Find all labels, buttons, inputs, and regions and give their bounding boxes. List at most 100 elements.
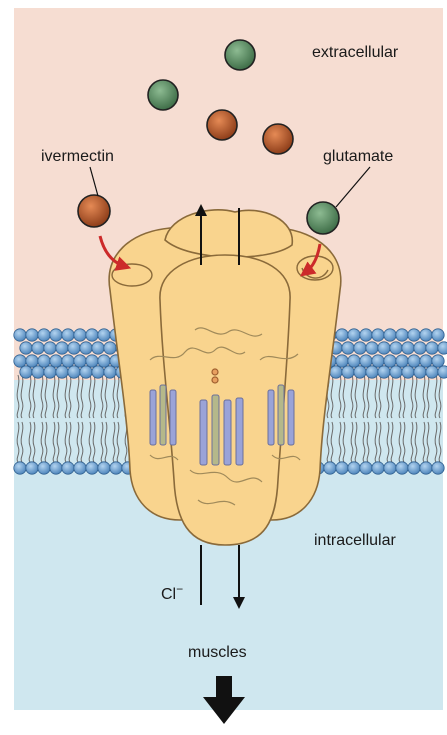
glutamate-label: glutamate	[323, 148, 393, 165]
lipid-head	[348, 329, 360, 341]
lipid-head	[104, 366, 116, 378]
lipid-head	[372, 355, 384, 367]
lipid-head	[74, 329, 86, 341]
lipid-head	[396, 355, 408, 367]
lipid-head	[432, 355, 444, 367]
lipid-head	[420, 355, 432, 367]
lipid-head	[402, 342, 414, 354]
glutamate-molecule	[225, 40, 255, 70]
lipid-head	[438, 366, 447, 378]
helices-right	[268, 385, 294, 445]
ion-symbol: Cl	[161, 586, 176, 603]
lipid-head	[26, 462, 38, 474]
lipid-head	[86, 355, 98, 367]
ivermectin-molecule-labeled	[78, 195, 110, 227]
lipid-head	[354, 342, 366, 354]
lipid-head	[92, 342, 104, 354]
lipid-head	[98, 462, 110, 474]
lipid-head	[80, 366, 92, 378]
lipid-head	[336, 462, 348, 474]
lipid-head	[62, 329, 74, 341]
lipid-head	[20, 342, 32, 354]
lipid-head	[354, 366, 366, 378]
lipid-head	[360, 329, 372, 341]
lipid-head	[408, 329, 420, 341]
lipid-head	[420, 329, 432, 341]
lipid-head	[378, 342, 390, 354]
lipid-head	[14, 355, 26, 367]
lipid-head	[92, 366, 104, 378]
lipid-head	[68, 342, 80, 354]
lipid-head	[360, 462, 372, 474]
lipid-head	[68, 366, 80, 378]
extracellular-label: extracellular	[312, 44, 399, 61]
lipid-head	[432, 462, 444, 474]
lipid-head	[372, 462, 384, 474]
lipid-head	[342, 366, 354, 378]
muscles-label: muscles	[188, 644, 247, 661]
lipid-head	[366, 366, 378, 378]
lipid-head	[50, 329, 62, 341]
lipid-head	[38, 355, 50, 367]
lipid-head	[384, 329, 396, 341]
lipid-head	[62, 462, 74, 474]
lipid-head	[330, 366, 342, 378]
lipid-head	[14, 329, 26, 341]
lipid-head	[408, 355, 420, 367]
lipid-head	[432, 329, 444, 341]
lipid-head	[438, 342, 447, 354]
lipid-head	[372, 329, 384, 341]
lipid-head	[38, 462, 50, 474]
glutamate-molecule-labeled	[307, 202, 339, 234]
ion-charge: −	[176, 582, 183, 596]
lipid-head	[396, 329, 408, 341]
lipid-head	[348, 462, 360, 474]
lipid-head	[348, 355, 360, 367]
lipid-head	[74, 462, 86, 474]
ivermectin-molecule	[207, 110, 237, 140]
lipid-head	[402, 366, 414, 378]
lipid-head	[50, 462, 62, 474]
lipid-head	[38, 329, 50, 341]
lipid-head	[366, 342, 378, 354]
lipid-head	[56, 342, 68, 354]
lipid-head	[414, 366, 426, 378]
lipid-head	[104, 342, 116, 354]
ivermectin-molecule	[263, 124, 293, 154]
ivermectin-label: ivermectin	[41, 148, 114, 165]
lipid-head	[408, 462, 420, 474]
lipid-head	[390, 342, 402, 354]
lipid-head	[384, 462, 396, 474]
lipid-head	[26, 329, 38, 341]
lipid-head	[420, 462, 432, 474]
lipid-head	[336, 329, 348, 341]
lipid-head	[384, 355, 396, 367]
lipid-head	[62, 355, 74, 367]
lipid-head	[14, 462, 26, 474]
lipid-head	[32, 366, 44, 378]
lipid-head	[56, 366, 68, 378]
lipid-head	[396, 462, 408, 474]
channel-protein	[109, 210, 341, 545]
lipid-head	[44, 342, 56, 354]
lipid-head	[324, 462, 336, 474]
lipid-head	[342, 342, 354, 354]
lipid-head	[86, 462, 98, 474]
lipid-head	[26, 355, 38, 367]
lipid-head	[98, 329, 110, 341]
lipid-head	[426, 366, 438, 378]
lipid-head	[390, 366, 402, 378]
lipid-head	[74, 355, 86, 367]
lipid-head	[50, 355, 62, 367]
lipid-head	[20, 366, 32, 378]
channel-subunit-top	[165, 210, 292, 257]
lipid-head	[414, 342, 426, 354]
helices-left	[150, 385, 176, 445]
lipid-head	[32, 342, 44, 354]
lipid-head	[44, 366, 56, 378]
glutamate-molecule	[148, 80, 178, 110]
lipid-head	[110, 462, 122, 474]
intracellular-label: intracellular	[314, 532, 396, 549]
lipid-head	[80, 342, 92, 354]
